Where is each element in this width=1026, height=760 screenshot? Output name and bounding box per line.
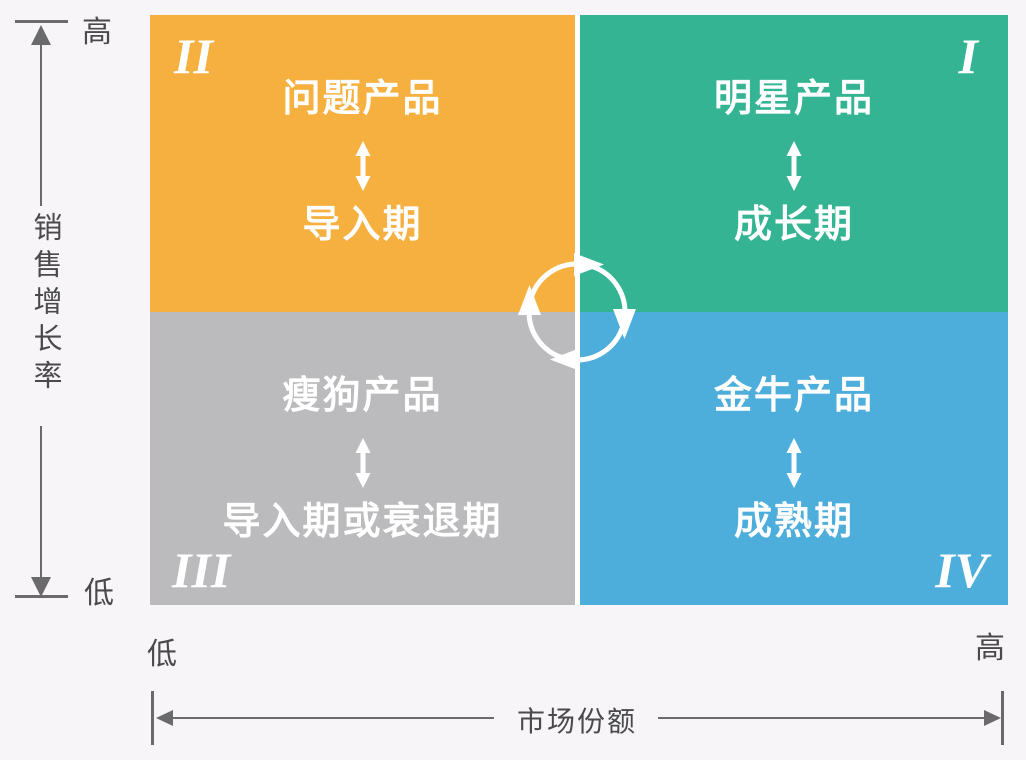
- quadrant-3-product-label: 瘦狗产品: [282, 375, 443, 417]
- double-arrow-icon: [355, 438, 370, 488]
- y-axis-bottom-tick: [15, 595, 68, 598]
- quadrant-3-numeral: III: [172, 542, 231, 598]
- quadrant-star-products: I 明星产品 成长期: [580, 15, 1008, 312]
- y-axis-up-arrowhead-icon: [31, 25, 51, 45]
- y-axis-down-arrowhead-icon: [31, 577, 51, 597]
- quadrant-dog-products: III 瘦狗产品 导入期或衰退期: [150, 312, 575, 605]
- double-arrow-icon: [355, 141, 370, 191]
- x-axis-title: 市场份额: [516, 706, 637, 737]
- x-axis-left-arrowhead-icon: [156, 710, 173, 726]
- x-axis-right-tick: [1001, 691, 1004, 745]
- quadrant-1-numeral: I: [958, 28, 978, 84]
- quadrant-question-products: II 问题产品 导入期: [150, 15, 575, 312]
- double-arrow-icon: [786, 438, 802, 488]
- double-arrow-icon: [786, 141, 802, 191]
- quadrant-3-stage-label: 导入期或衰退期: [222, 501, 503, 543]
- quadrant-1-product-label: 明星产品: [713, 78, 874, 120]
- x-axis-line-left: [172, 717, 494, 719]
- quadrant-matrix: II 问题产品 导入期 I 明星产品 成长期 III 瘦狗产品 导入期或衰退期 …: [150, 15, 1008, 605]
- quadrant-4-numeral: IV: [935, 542, 988, 598]
- quadrant-4-product-label: 金牛产品: [713, 375, 874, 417]
- x-axis-right-arrowhead-icon: [984, 710, 1001, 726]
- y-axis-top-tick: [15, 20, 68, 23]
- x-axis-left-tick: [151, 691, 154, 745]
- y-axis-low-label: 低: [84, 577, 114, 610]
- cycle-arrows-icon: [518, 253, 636, 371]
- quadrant-2-stage-label: 导入期: [302, 204, 423, 246]
- y-axis-line-lower: [40, 426, 42, 578]
- x-axis-high-label: 高: [975, 632, 1005, 665]
- y-axis-high-label: 高: [82, 16, 112, 49]
- quadrant-cash-cow-products: IV 金牛产品 成熟期: [580, 312, 1008, 605]
- quadrant-1-stage-label: 成长期: [733, 204, 854, 246]
- quadrant-4-stage-label: 成熟期: [733, 501, 854, 543]
- y-axis-line-upper: [40, 44, 42, 206]
- quadrant-2-product-label: 问题产品: [282, 78, 443, 120]
- x-axis-low-label: 低: [147, 638, 177, 671]
- y-axis-title: 销售增长率: [29, 212, 61, 397]
- x-axis-line-right: [658, 717, 986, 719]
- quadrant-2-numeral: II: [174, 28, 213, 84]
